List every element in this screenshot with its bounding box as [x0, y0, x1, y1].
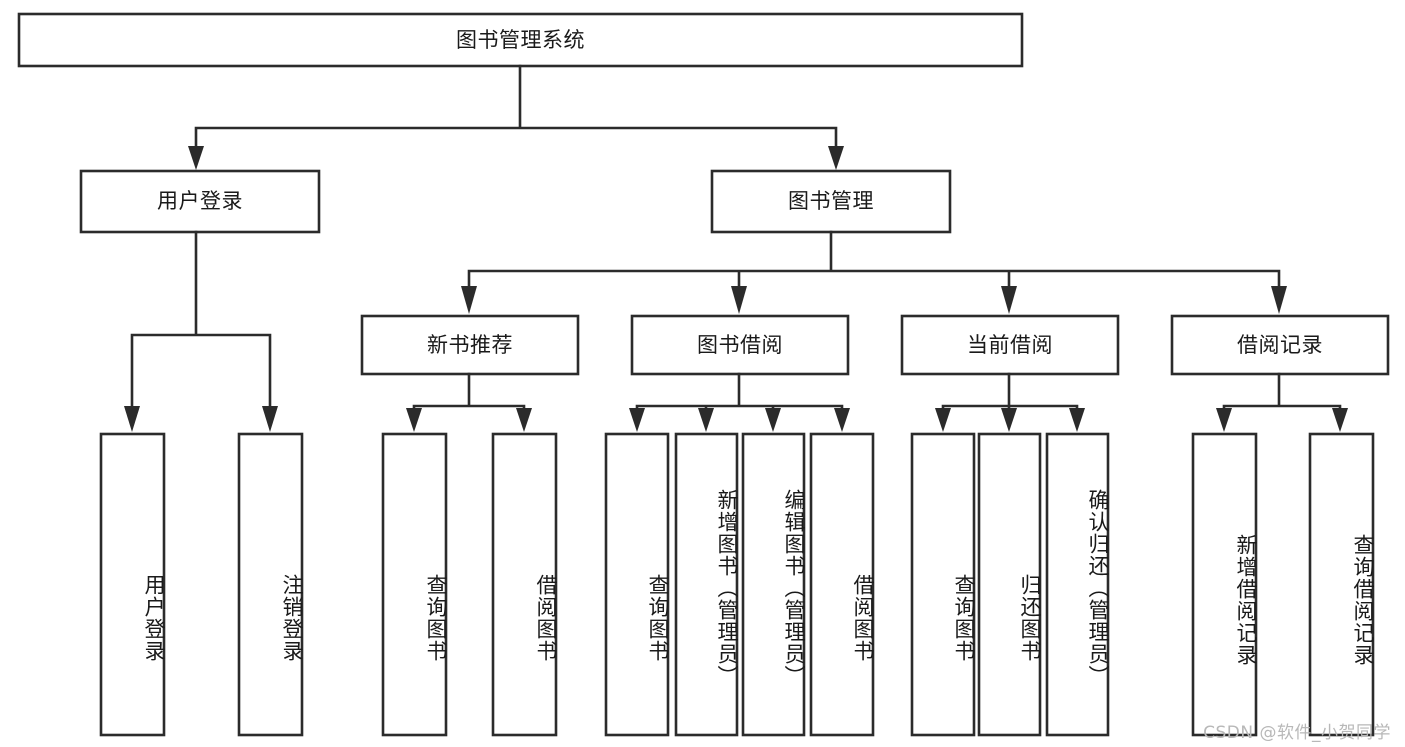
node-box-leaf-confirm-return[interactable] [1045, 432, 1110, 737]
watermark-text: CSDN @软件_小贺同学 [1203, 723, 1391, 743]
arrow-head-new-book-recommend [461, 286, 477, 314]
arrow-head-leaf-logout-login [262, 406, 278, 432]
node-box-user-login[interactable] [79, 169, 321, 234]
node-box-leaf-query-record[interactable] [1308, 432, 1375, 737]
arrow-head-leaf-borrow-book-1 [516, 408, 532, 432]
arrow-head-borrow-record [1271, 286, 1287, 314]
node-box-leaf-query-book-2[interactable] [604, 432, 670, 737]
arrow-head-leaf-add-record [1216, 408, 1232, 432]
arrow-head-book-management [828, 146, 844, 170]
connector-current-borrow-to-leaves [941, 372, 1079, 414]
arrow-head-leaf-query-book-3 [935, 408, 951, 432]
arrow-head-leaf-query-record [1332, 408, 1348, 432]
arrow-head-leaf-query-book-2 [629, 408, 645, 432]
node-box-borrow-record[interactable] [1170, 314, 1390, 376]
node-box-leaf-borrow-book-1[interactable] [491, 432, 558, 737]
node-box-leaf-logout-login[interactable] [237, 432, 304, 737]
node-box-book-borrow[interactable] [630, 314, 850, 376]
node-box-leaf-return-book[interactable] [977, 432, 1042, 737]
connector-root-to-level2 [194, 64, 838, 150]
node-box-leaf-query-book-1[interactable] [381, 432, 448, 737]
connector-new-book-recommend-to-leaves [412, 372, 526, 414]
node-box-leaf-edit-book[interactable] [741, 432, 806, 737]
node-box-leaf-add-book[interactable] [674, 432, 739, 737]
node-box-leaf-borrow-book-2[interactable] [809, 432, 875, 737]
node-box-root[interactable] [17, 12, 1024, 68]
arrow-head-leaf-return-book [1001, 408, 1017, 432]
arrow-head-leaf-edit-book [765, 408, 781, 432]
node-box-leaf-user-login[interactable] [99, 432, 166, 737]
connector-user-login-to-leaves [130, 230, 272, 410]
arrow-head-leaf-query-book-1 [406, 408, 422, 432]
arrow-head-current-borrow [1001, 286, 1017, 314]
arrow-head-user-login [188, 146, 204, 170]
arrow-head-leaf-add-book [698, 408, 714, 432]
node-box-book-management[interactable] [710, 169, 952, 234]
arrow-head-book-borrow [731, 286, 747, 314]
node-box-current-borrow[interactable] [900, 314, 1120, 376]
node-box-leaf-query-book-3[interactable] [910, 432, 976, 737]
node-box-leaf-add-record[interactable] [1191, 432, 1258, 737]
connector-book-management-to-level3 [467, 230, 1281, 290]
connector-book-borrow-to-leaves [635, 372, 844, 414]
arrow-head-leaf-user-login [124, 406, 140, 432]
connector-borrow-record-to-leaves [1222, 372, 1342, 414]
arrow-head-leaf-confirm-return [1069, 408, 1085, 432]
arrow-head-leaf-borrow-book-2 [834, 408, 850, 432]
node-box-new-book-recommend[interactable] [360, 314, 580, 376]
